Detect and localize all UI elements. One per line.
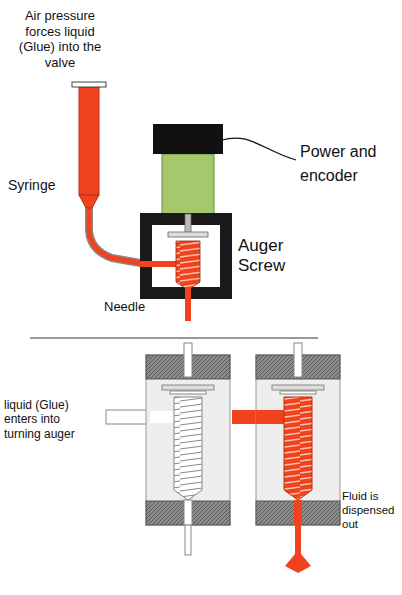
divider-line <box>30 338 318 339</box>
process-note: liquid (Glue) enters into turning auger <box>4 398 96 441</box>
process-note: Fluid is dispensed out <box>342 490 399 531</box>
needle <box>185 299 191 321</box>
valve-section-filled <box>232 343 340 573</box>
part-name: Auger Screw <box>238 236 298 275</box>
air-pressure-note: Air pressure forces liquid (Glue) into t… <box>14 8 106 70</box>
syringe <box>72 82 146 264</box>
part-name: Needle <box>104 299 164 315</box>
valve-section-empty <box>106 343 230 555</box>
motor <box>153 124 296 214</box>
part-name: Power and encoder <box>300 140 396 188</box>
valve-housing <box>140 213 232 299</box>
glue-droplet <box>285 554 311 573</box>
part-name: Syringe <box>8 177 68 194</box>
